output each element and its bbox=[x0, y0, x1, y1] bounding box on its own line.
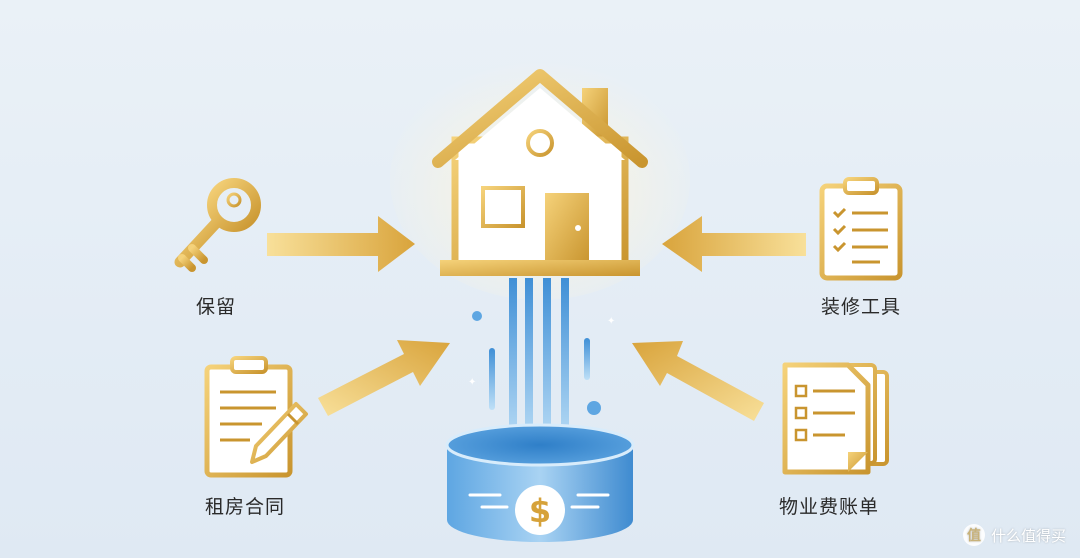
label-contract: 租房合同 bbox=[205, 496, 286, 518]
arrow-bill-to-house bbox=[632, 341, 764, 421]
clipboard-checklist-icon bbox=[819, 177, 903, 281]
watermark-text: 什么值得买 bbox=[990, 526, 1066, 545]
key-icon bbox=[174, 178, 261, 272]
label-bill: 物业费账单 bbox=[779, 496, 880, 518]
svg-text:✦: ✦ bbox=[468, 377, 476, 388]
money-stream: ✦ ✦ bbox=[468, 278, 615, 453]
label-tools: 装修工具 bbox=[821, 296, 902, 318]
watermark-badge-icon: 值 bbox=[962, 524, 985, 546]
dollar-sign: $ bbox=[529, 492, 551, 530]
label-key: 保留 bbox=[196, 296, 237, 318]
arrow-key-to-house bbox=[267, 216, 415, 272]
arrow-tools-to-house bbox=[662, 216, 806, 272]
contract-pencil-icon bbox=[204, 356, 308, 478]
svg-text:✦: ✦ bbox=[607, 316, 615, 327]
arrow-contract-to-house bbox=[318, 340, 450, 416]
money-pot-icon bbox=[445, 423, 635, 542]
watermark: 值 什么值得买 bbox=[962, 524, 1066, 546]
house-icon bbox=[390, 60, 690, 300]
bill-document-icon bbox=[782, 362, 889, 475]
